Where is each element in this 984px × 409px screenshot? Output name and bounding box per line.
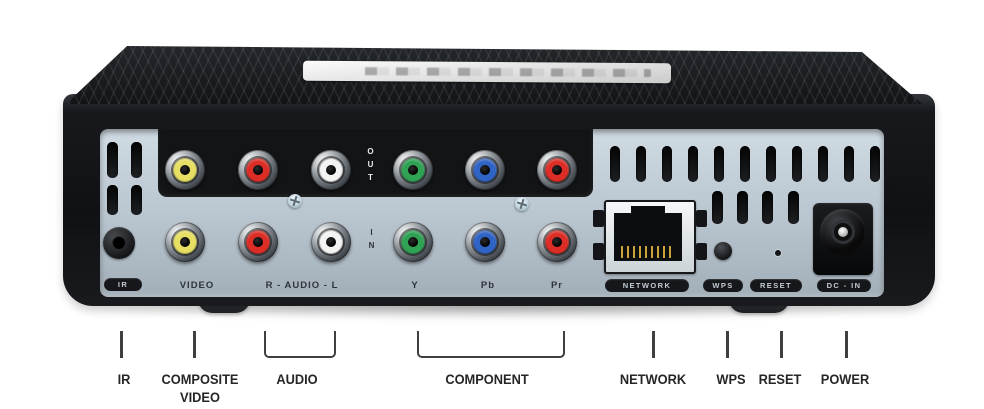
vent-slot [844,146,854,182]
pr-label: Pr [550,280,564,291]
callout-power: POWER [820,372,870,387]
rca-video-out-jack [165,150,205,190]
ethernet-mount-tab [696,210,707,227]
wps-button [714,242,732,260]
rca-component-pr-in-jack [537,222,577,262]
rca-audio-l-in-jack [311,222,351,262]
pb-label: Pb [480,280,496,291]
callout-reset: RESET [758,372,802,387]
audio-label: R - AUDIO - L [265,280,339,291]
callout-component: COMPONENT [445,372,529,387]
callout-tick-reset [780,331,783,358]
ethernet-mount-tab [696,243,707,260]
rca-component-y-in-jack [393,222,433,262]
brand-plate [302,60,672,84]
vent-slot [766,146,776,182]
dc-center-pin [838,227,848,237]
callout-tick-ir [120,331,123,358]
reset-badge: RESET [750,279,802,292]
callout-wps: WPS [716,372,746,387]
screw [513,195,531,213]
vent-slot [870,146,880,182]
callout-tick-wps [726,331,729,358]
rj45-cavity [614,206,682,261]
callout-tick-composite-video [193,331,196,358]
vent-slot [762,191,773,224]
brand-logo-illegible [357,67,652,78]
y-label: Y [411,280,419,291]
vent-slot [737,191,748,224]
ethernet-port [593,200,707,274]
vent-slot [792,146,802,182]
vent-slot [714,146,724,182]
rca-audio-r-out-jack [238,150,278,190]
vent-slot [131,185,142,215]
ethernet-mount-tab [593,210,604,227]
callout-network: NETWORK [619,372,687,387]
rca-component-y-out-jack [393,150,433,190]
network-badge: NETWORK [605,279,689,292]
dc-in-badge: DC - IN [817,279,871,292]
vent-slot [107,185,118,215]
callout-bracket-component [417,331,565,358]
vent-slot [818,146,828,182]
av-out-inset [158,129,593,197]
callout-tick-power [845,331,848,358]
callout-ir: IR [117,372,131,387]
callout-tick-network [652,331,655,358]
dc-in-jack [813,203,873,275]
rca-video-in-jack [165,222,205,262]
ir-badge: IR [104,278,142,291]
video-label: VIDEO [179,280,215,291]
rca-component-pb-out-jack [465,150,505,190]
vent-slot [662,146,672,182]
callout-bracket-audio [264,331,336,358]
out-label: OUT [366,147,375,186]
wps-badge: WPS [703,279,743,292]
vent-slot [688,146,698,182]
vent-slot [610,146,620,182]
in-label: IN [367,228,376,254]
ethernet-mount-tab [593,243,604,260]
vent-slot [131,142,142,178]
rca-component-pb-in-jack [465,222,505,262]
rca-component-pr-out-jack [537,150,577,190]
vent-slot [740,146,750,182]
vent-slot [788,191,799,224]
reset-pinhole [775,250,781,256]
callout-audio: AUDIO [276,372,318,387]
rca-audio-r-in-jack [238,222,278,262]
vent-slot [712,191,723,224]
rear-panel: IR OUT IN VIDEO R - AUDIO - L Y Pb Pr [100,129,884,297]
ir-jack [103,227,135,259]
device-top-surface [66,46,922,104]
callout-composite-video: COMPOSITE VIDEO [161,372,239,405]
vent-slot [636,146,646,182]
rca-audio-l-out-jack [311,150,351,190]
vent-slot [107,142,118,178]
dc-barrel [820,209,866,255]
